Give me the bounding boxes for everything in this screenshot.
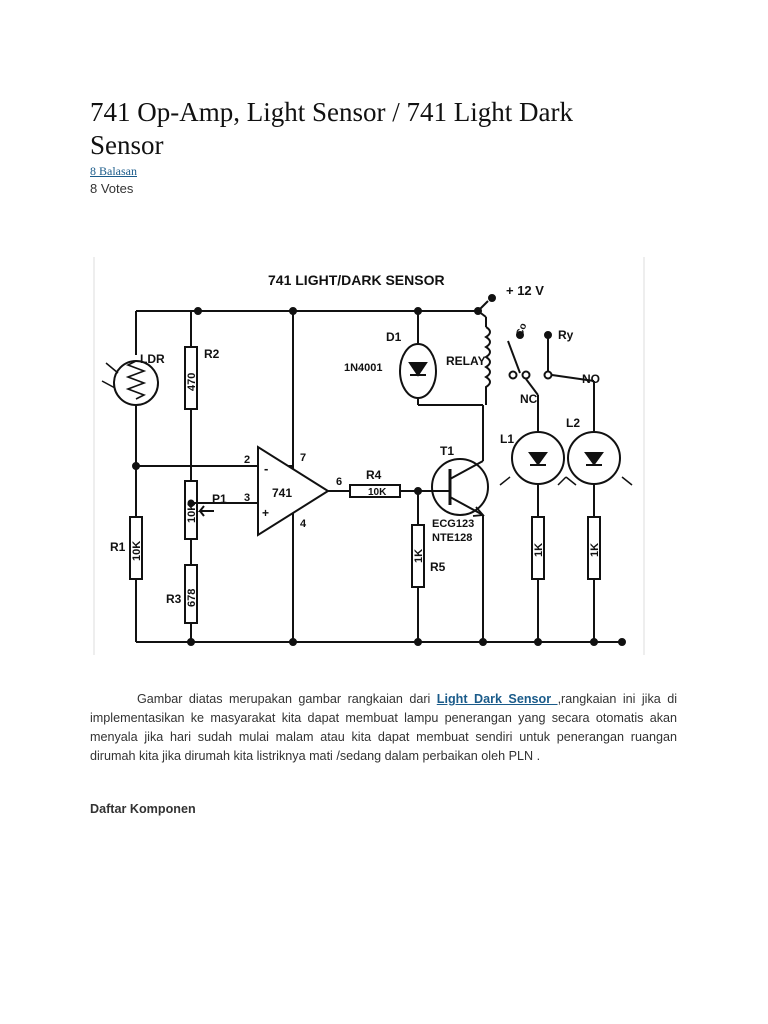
r2-label: R2 (204, 347, 220, 361)
t1-part1: ECG123 (432, 518, 474, 530)
relay-label: RELAY (446, 354, 486, 368)
r5-value: 1K (413, 549, 425, 563)
replies-link[interactable]: 8 Balasan (90, 164, 137, 178)
supply-label: + 12 V (506, 283, 544, 298)
pin2-label: 2 (244, 454, 250, 466)
r4-label: R4 (366, 468, 382, 482)
pin3-label: 3 (244, 492, 250, 504)
pin6-label: 6 (336, 476, 342, 488)
ldr-label: LDR (140, 352, 165, 366)
l2-label: L2 (566, 416, 580, 430)
no-label: NO (582, 372, 600, 386)
t1-part2: NTE128 (432, 532, 472, 544)
ry-label: Ry (558, 328, 574, 342)
para-text-before: Gambar diatas merupakan gambar rangkaian… (137, 692, 437, 706)
para-text-after: ,rangkaian ini jika di implementasikan k… (90, 692, 677, 763)
votes-count: 8 Votes (90, 181, 134, 196)
t1-label: T1 (440, 444, 454, 458)
r5-label: R5 (430, 560, 446, 574)
r4-value: 10K (368, 487, 387, 498)
description-paragraph: Gambar diatas merupakan gambar rangkaian… (90, 690, 677, 766)
l2-res-value: 1K (589, 543, 601, 557)
light-dark-sensor-link[interactable]: Light Dark Sensor (436, 692, 558, 706)
circuit-diagram: 741 LIGHT/DARK SENSOR + 12 V LDR 10K R1 … (88, 255, 648, 665)
plus-label: + (262, 506, 269, 520)
p1-value: 10K (186, 503, 198, 523)
l1-label: L1 (500, 432, 514, 446)
transistor-symbol (431, 458, 489, 516)
component-list-heading: Daftar Komponen (90, 802, 196, 816)
r1-value: 10K (131, 541, 143, 561)
opamp-label: 741 (272, 486, 292, 500)
pin7-label: 7 (300, 452, 306, 464)
d1-value: 1N4001 (344, 362, 383, 374)
r3-label: R3 (166, 592, 182, 606)
d1-label: D1 (386, 330, 402, 344)
pin4-label: 4 (300, 518, 307, 530)
diagram-title: 741 LIGHT/DARK SENSOR (268, 272, 445, 288)
l1-res-value: 1K (533, 543, 545, 557)
r3-value: 678 (186, 589, 198, 607)
r1-label: R1 (110, 540, 126, 554)
r2-value: 470 (186, 373, 198, 391)
minus-label: - (264, 461, 268, 476)
article-title: 741 Op-Amp, Light Sensor / 741 Light Dar… (90, 97, 573, 160)
nc-label: NC (520, 392, 538, 406)
